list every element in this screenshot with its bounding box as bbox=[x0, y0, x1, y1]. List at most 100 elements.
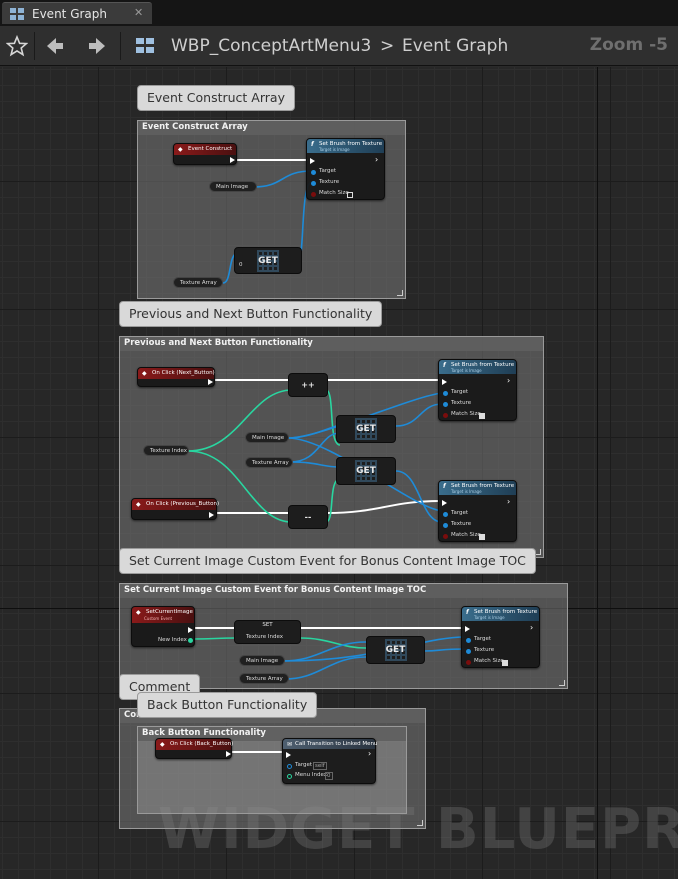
exec-out-pin[interactable] bbox=[209, 512, 214, 518]
target-pin[interactable] bbox=[443, 391, 448, 396]
tab-strip: Event Graph ✕ bbox=[0, 0, 678, 26]
close-icon[interactable]: ✕ bbox=[134, 6, 144, 19]
set-variable-node[interactable]: SET Texture Index bbox=[234, 620, 301, 644]
texture-pin[interactable] bbox=[443, 402, 448, 407]
exec-out-pin[interactable]: › bbox=[375, 155, 379, 164]
resize-handle[interactable] bbox=[397, 290, 403, 296]
breadcrumb-graph[interactable]: Event Graph bbox=[402, 36, 509, 56]
get-array-node[interactable]: GET bbox=[336, 457, 396, 485]
event-label: On Click (Previous_Button) bbox=[146, 501, 220, 507]
forward-arrow-icon[interactable] bbox=[86, 35, 108, 57]
exec-in-pin[interactable] bbox=[442, 500, 447, 506]
main-image-variable[interactable]: Main Image bbox=[209, 181, 257, 192]
event-icon: ◆ bbox=[142, 370, 147, 377]
resize-handle[interactable] bbox=[535, 549, 541, 555]
comment-box-setcurrent[interactable]: Set Current Image Custom Event for Bonus… bbox=[119, 583, 568, 689]
exec-out-pin[interactable]: › bbox=[530, 623, 534, 632]
exec-out-pin[interactable] bbox=[208, 379, 213, 385]
exec-out-pin[interactable] bbox=[230, 157, 235, 163]
set-brush-node[interactable]: Set Brush from Texture f Target is Image… bbox=[438, 480, 517, 542]
function-title: Set Brush from Texture bbox=[439, 360, 516, 374]
function-icon: f bbox=[466, 609, 469, 616]
resize-handle[interactable] bbox=[559, 680, 565, 686]
increment-node[interactable]: ++ bbox=[288, 373, 328, 397]
call-transition-node[interactable]: Call Transition to Linked Menu ✉ › Targe… bbox=[282, 738, 378, 784]
function-label: Set Brush from Texture bbox=[451, 483, 515, 489]
target-pin[interactable] bbox=[311, 170, 316, 175]
function-label: Set Brush from Texture bbox=[451, 362, 515, 368]
blueprint-icon bbox=[136, 38, 154, 53]
index-value[interactable]: 0 bbox=[239, 262, 243, 268]
on-click-back-node[interactable]: On Click (Back_Button) ◆ bbox=[155, 738, 233, 759]
target-value[interactable]: self bbox=[313, 762, 327, 770]
exec-in-pin[interactable] bbox=[442, 379, 447, 385]
decrement-node[interactable]: -- bbox=[288, 505, 328, 529]
on-click-previous-node[interactable]: On Click (Previous_Button) ◆ bbox=[131, 498, 220, 520]
match-size-checkbox[interactable] bbox=[479, 413, 485, 419]
target-pin[interactable] bbox=[443, 512, 448, 517]
back-arrow-icon[interactable] bbox=[44, 35, 66, 57]
comment-bubble[interactable]: Back Button Functionality bbox=[137, 692, 318, 718]
pin-label: Match Size bbox=[451, 532, 481, 538]
texture-index-variable[interactable]: Texture Index bbox=[143, 445, 189, 456]
event-icon: ◆ bbox=[178, 146, 183, 153]
breadcrumb-blueprint[interactable]: WBP_ConceptArtMenu3 bbox=[171, 36, 372, 56]
function-label: Call Transition to Linked Menu bbox=[295, 741, 378, 747]
exec-out-pin[interactable] bbox=[226, 751, 231, 757]
array-icon bbox=[355, 460, 377, 482]
set-brush-node[interactable]: Set Brush from Texture f Target is Image… bbox=[306, 138, 385, 200]
menu-index-pin[interactable] bbox=[287, 774, 292, 779]
target-pin[interactable] bbox=[287, 764, 292, 769]
tab-event-graph[interactable]: Event Graph ✕ bbox=[2, 2, 152, 24]
get-array-node[interactable]: GET bbox=[336, 415, 396, 443]
array-icon bbox=[384, 639, 407, 661]
exec-out-pin[interactable]: › bbox=[507, 497, 511, 506]
on-click-next-node[interactable]: On Click (Next_Button) ◆ bbox=[137, 367, 215, 387]
event-construct-node[interactable]: Event Construct ◆ bbox=[173, 143, 237, 165]
exec-in-pin[interactable] bbox=[310, 158, 315, 164]
main-image-variable[interactable]: Main Image bbox=[239, 655, 285, 666]
custom-event-node[interactable]: SetCurrentImage Custom Event ◆ New Index bbox=[131, 606, 195, 647]
texture-array-variable[interactable]: Texture Array bbox=[173, 277, 223, 288]
set-brush-node[interactable]: Set Brush from Texture f Target is Image… bbox=[461, 606, 540, 668]
message-icon: ✉ bbox=[287, 741, 293, 748]
texture-array-variable[interactable]: Texture Array bbox=[239, 673, 289, 684]
new-index-pin[interactable] bbox=[188, 638, 193, 643]
texture-array-variable[interactable]: Texture Array bbox=[245, 457, 293, 468]
exec-out-pin[interactable] bbox=[188, 627, 193, 633]
main-image-variable[interactable]: Main Image bbox=[245, 432, 289, 443]
match-size-checkbox[interactable] bbox=[479, 534, 485, 540]
favorite-star-icon[interactable] bbox=[6, 35, 28, 57]
menu-index-value[interactable]: 0 bbox=[325, 772, 333, 780]
array-icon bbox=[257, 249, 279, 272]
grid-origin-line bbox=[597, 67, 598, 879]
graph-canvas[interactable]: WIDGET BLUEPRINT Event Construct Array E… bbox=[0, 67, 678, 879]
match-size-checkbox[interactable] bbox=[347, 192, 353, 198]
exec-out-pin[interactable]: › bbox=[368, 749, 372, 758]
resize-handle[interactable] bbox=[417, 820, 423, 826]
target-pin[interactable] bbox=[466, 638, 471, 643]
match-size-pin[interactable] bbox=[443, 534, 448, 539]
set-brush-node[interactable]: Set Brush from Texture f Target is Image… bbox=[438, 359, 517, 421]
comment-bubble[interactable]: Previous and Next Button Functionality bbox=[119, 301, 383, 327]
texture-pin[interactable] bbox=[311, 181, 316, 186]
match-size-pin[interactable] bbox=[466, 660, 471, 665]
match-size-checkbox[interactable] bbox=[502, 660, 508, 666]
variable-label: Texture Array bbox=[246, 676, 283, 682]
exec-in-pin[interactable] bbox=[286, 752, 291, 758]
texture-pin[interactable] bbox=[443, 523, 448, 528]
match-size-pin[interactable] bbox=[311, 192, 316, 197]
pin-label: Target bbox=[451, 389, 469, 395]
match-size-pin[interactable] bbox=[443, 413, 448, 418]
comment-bubble[interactable]: Event Construct Array bbox=[137, 85, 295, 111]
comment-bubble[interactable]: Set Current Image Custom Event for Bonus… bbox=[119, 548, 536, 574]
texture-pin[interactable] bbox=[466, 649, 471, 654]
get-array-node[interactable]: GET 0 bbox=[234, 247, 302, 274]
get-label: GET bbox=[356, 424, 376, 434]
pin-label: Target bbox=[295, 762, 313, 768]
exec-in-pin[interactable] bbox=[465, 626, 470, 632]
toolbar-divider bbox=[120, 32, 121, 60]
get-array-node[interactable]: GET bbox=[366, 636, 425, 664]
exec-out-pin[interactable]: › bbox=[507, 376, 511, 385]
pin-label: Target bbox=[474, 636, 492, 642]
